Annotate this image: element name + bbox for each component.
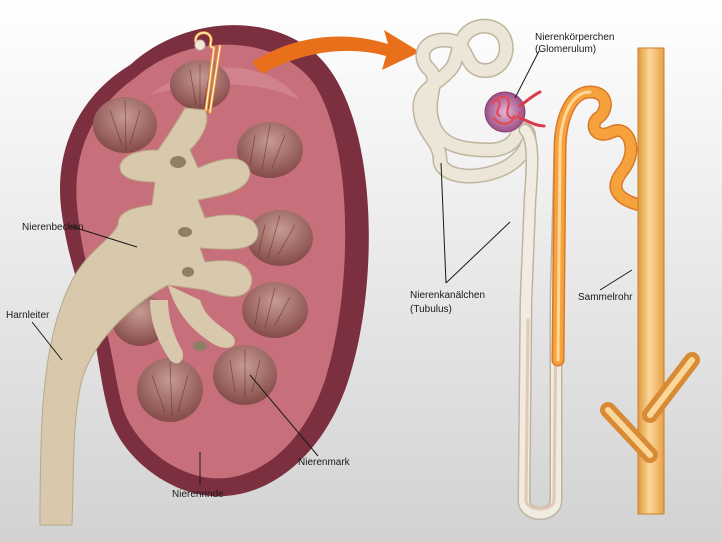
renal-pelvis <box>39 107 259 526</box>
pyramid-left-upper <box>93 97 157 153</box>
pyramid-right-3 <box>242 282 308 338</box>
label-nierenmark: Nierenmark <box>298 457 351 468</box>
loop-shading <box>524 318 558 511</box>
leader-harnleiter <box>31 321 63 361</box>
pyramid-right-2 <box>247 210 313 266</box>
zoom-arrow <box>252 30 420 74</box>
label-glomerulum: (Glomerulum) <box>535 44 596 55</box>
label-nierenkanaelchen: Nierenkanälchen <box>410 290 485 301</box>
loop-of-henle <box>519 125 565 519</box>
leader-nierenbecken <box>69 225 138 248</box>
nephron-miniature <box>194 31 222 114</box>
leader-nierenmark <box>249 374 319 457</box>
label-harnleiter: Harnleiter <box>6 310 50 321</box>
label-nierenkoerperchen: Nierenkörperchen <box>535 32 615 43</box>
renal-pyramids <box>93 60 313 422</box>
label-nierenbecken: Nierenbecken <box>22 222 84 233</box>
kidney <box>39 25 369 526</box>
labels: Nierenkörperchen (Glomerulum) Nierenbeck… <box>6 32 633 500</box>
leader-lines <box>31 50 633 484</box>
label-nierenrinde: Nierenrinde <box>172 489 224 500</box>
label-tubulus: (Tubulus) <box>410 304 452 315</box>
leader-sammelrohr <box>599 269 633 291</box>
nephron <box>412 18 700 520</box>
leader-nierenkanaelchen-2 <box>445 221 511 284</box>
leader-nierenkanaelchen-1 <box>440 162 447 284</box>
pyramid-bottom-left <box>137 358 203 422</box>
label-sammelrohr: Sammelrohr <box>578 292 633 303</box>
calyx-openings <box>170 156 207 351</box>
proximal-tubule <box>413 20 535 183</box>
pyramid-right-1 <box>237 122 303 178</box>
glomerulus <box>484 90 546 133</box>
lower-calyx <box>150 285 235 364</box>
distal-highlight <box>556 90 592 362</box>
leader-nierenkoerperchen <box>514 50 540 99</box>
